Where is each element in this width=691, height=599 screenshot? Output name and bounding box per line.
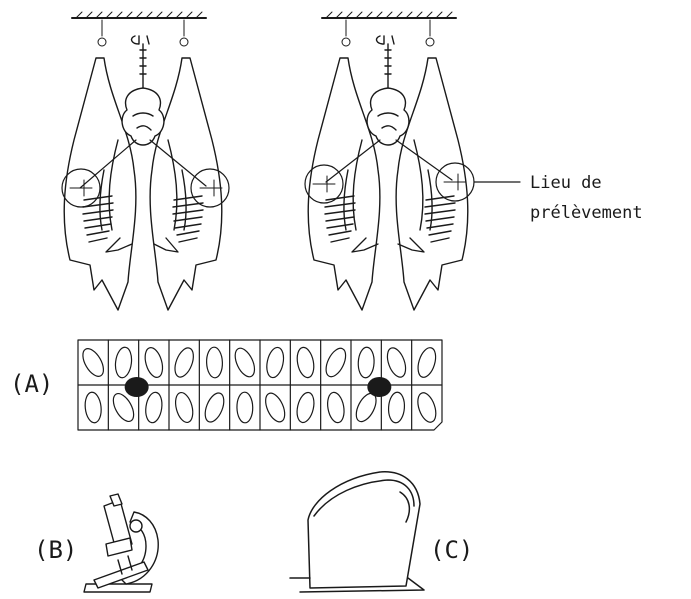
label-a: (A) (10, 370, 53, 398)
pig-carcass-half-icon (149, 57, 223, 311)
tissue-sample (145, 391, 163, 424)
tissue-sample (266, 346, 285, 379)
tissue-sample (84, 391, 102, 424)
tissue-sample (357, 346, 375, 379)
carcass-pair-right (304, 11, 475, 311)
meat-hook-icon (425, 19, 435, 47)
tissue-sample (327, 391, 345, 424)
site-label-line2: prélèvement (530, 203, 643, 223)
site-label-line1: Lieu de (530, 173, 602, 193)
tissue-sample (296, 346, 315, 379)
connecting-line (325, 139, 453, 183)
viscera-icon (366, 35, 410, 146)
tissue-sample (417, 347, 437, 378)
cut-mark (69, 179, 93, 197)
ceiling-rail-icon (71, 11, 207, 19)
cut-mark (443, 173, 467, 191)
trotter (105, 237, 179, 253)
meat-block-icon (289, 471, 425, 593)
label-b: (B) (34, 536, 77, 564)
carcass-pair-left (61, 11, 230, 311)
viscera-icon (121, 35, 165, 146)
connecting-line (79, 139, 207, 189)
meat-hook-icon (97, 19, 107, 47)
label-c: (C) (430, 536, 473, 564)
tissue-sample (386, 347, 407, 378)
cut-mark (312, 175, 336, 193)
microscope-icon (83, 493, 159, 593)
meat-hook-icon (341, 19, 351, 47)
sampling-site-circle-icon (304, 164, 344, 204)
tissue-sample (82, 348, 105, 377)
tissue-sample (112, 392, 135, 423)
tissue-sample (174, 391, 194, 424)
tissue-sample (387, 391, 406, 424)
sampling-site-circle-icon (61, 168, 101, 208)
ceiling-rail-icon (321, 11, 457, 19)
tissue-sample (325, 347, 347, 378)
trotter (351, 237, 425, 253)
pig-carcass-half-icon (395, 57, 469, 311)
tissue-sample (204, 392, 225, 423)
tissue-sample (296, 391, 315, 424)
meat-hook-icon (179, 19, 189, 47)
cut-mark (199, 179, 223, 197)
tissue-sample (417, 392, 437, 423)
marked-sample-dot (367, 377, 392, 397)
marked-sample-dot (124, 377, 149, 397)
tissue-sample (174, 347, 194, 378)
tissue-sample (236, 391, 254, 424)
sample-tray-icon (77, 339, 443, 431)
tissue-sample (114, 346, 133, 379)
tissue-sample (234, 347, 256, 378)
sampling-site-circle-icon (190, 168, 230, 208)
tissue-sample (206, 346, 223, 379)
tissue-sample (265, 392, 286, 423)
tissue-sample (144, 347, 164, 378)
